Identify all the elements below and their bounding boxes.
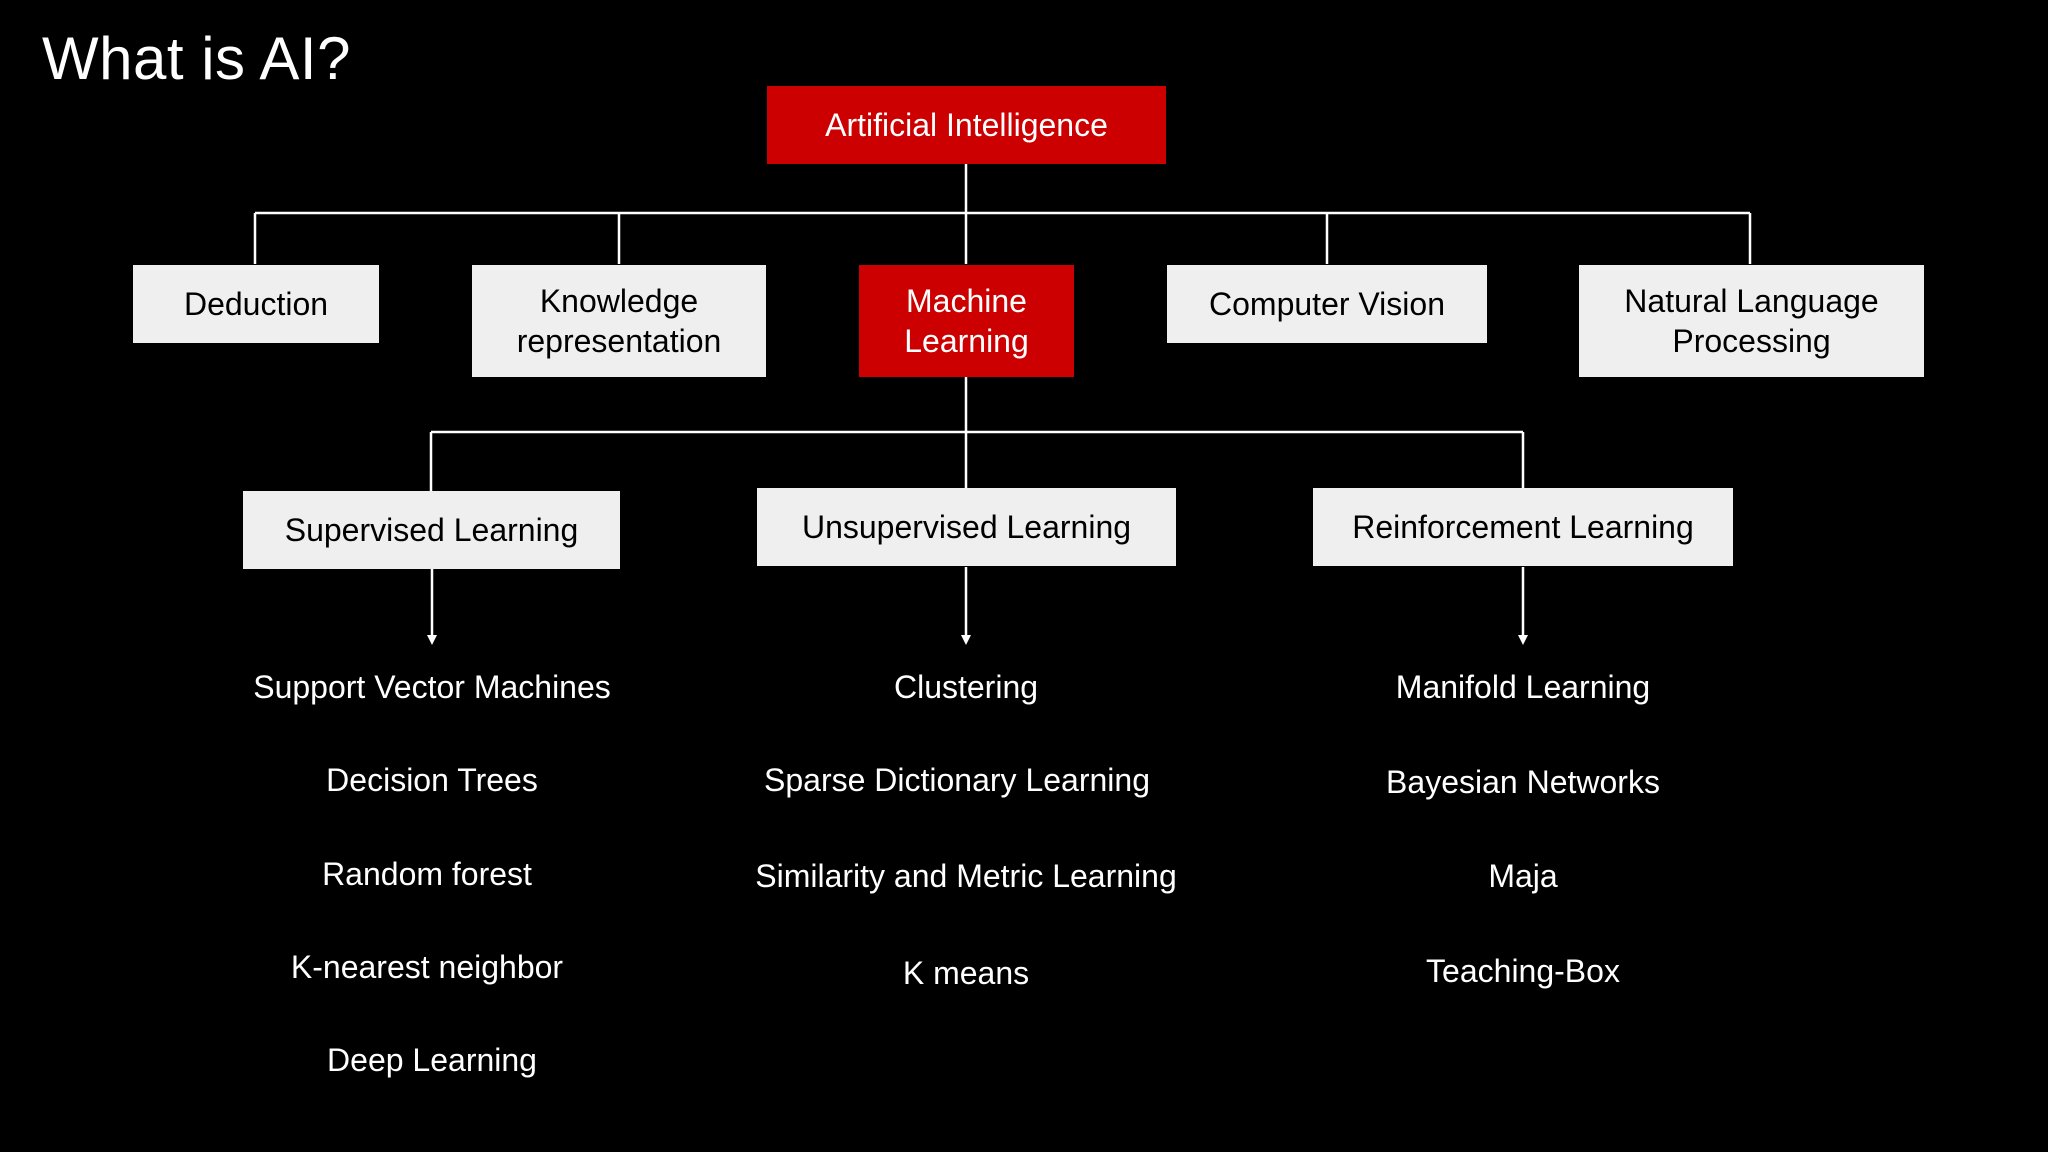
example-item: Support Vector Machines [253, 669, 611, 705]
branch-label-line: Machine [906, 283, 1027, 319]
branch-label-line: Learning [904, 323, 1029, 359]
example-item: Manifold Learning [1395, 669, 1651, 705]
example-item: Deep Learning [327, 1042, 537, 1078]
branch-deduction: Deduction [133, 265, 379, 343]
learning-type-supervised: Supervised Learning [243, 491, 620, 569]
learning-type-reinforcement: Reinforcement Learning [1313, 488, 1733, 566]
example-item: K-nearest neighbor [290, 949, 564, 985]
branch-label-line: Natural Language [1624, 283, 1879, 319]
example-item: Bayesian Networks [1386, 764, 1660, 800]
branch-label-line: Processing [1672, 323, 1831, 359]
branch-label-line: representation [516, 323, 722, 359]
example-item: Sparse Dictionary Learning [764, 762, 1150, 798]
example-item: Teaching-Box [1426, 953, 1620, 989]
branch-natural-language-processing: Natural Language Processing [1579, 265, 1924, 377]
example-item: Random forest [322, 856, 532, 892]
root-node: Artificial Intelligence [767, 86, 1166, 164]
example-item: K means [902, 955, 1030, 991]
learning-type-label: Supervised Learning [284, 512, 579, 548]
branch-machine-learning: Machine Learning [859, 265, 1074, 377]
branch-label: Deduction [183, 286, 329, 322]
branch-computer-vision: Computer Vision [1167, 265, 1487, 343]
learning-type-label: Unsupervised Learning [801, 509, 1132, 545]
slide-title: What is AI? [42, 25, 351, 92]
branch-label: Computer Vision [1209, 286, 1445, 322]
example-item: Similarity and Metric Learning [755, 858, 1177, 894]
branch-knowledge-representation: Knowledge representation [472, 265, 766, 377]
learning-type-label: Reinforcement Learning [1352, 509, 1694, 545]
root-label: Artificial Intelligence [825, 107, 1108, 143]
example-item: Decision Trees [326, 762, 538, 798]
branch-label-line: Knowledge [539, 283, 699, 319]
learning-type-unsupervised: Unsupervised Learning [757, 488, 1176, 566]
example-item: Clustering [893, 669, 1039, 705]
example-item: Maja [1488, 858, 1558, 894]
